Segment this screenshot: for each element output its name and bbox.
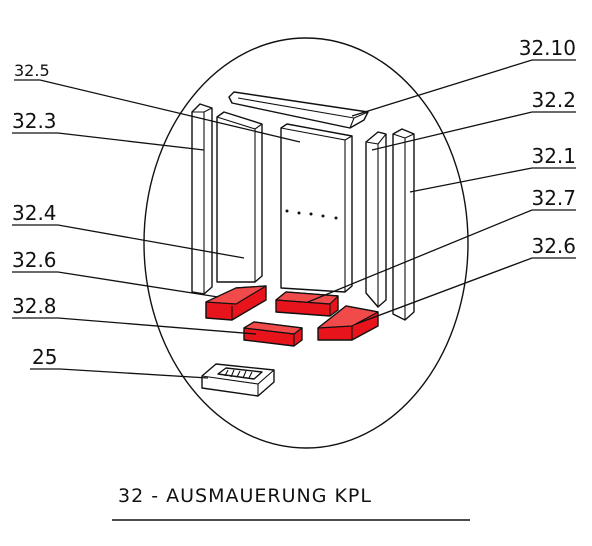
leader-32-7 bbox=[307, 209, 576, 303]
leader-32-2 bbox=[371, 111, 576, 151]
part-25-grate bbox=[201, 363, 275, 397]
label-32-2: 32.2 bbox=[531, 88, 576, 112]
label-25: 25 bbox=[32, 345, 57, 369]
enclosure-oval bbox=[143, 37, 469, 449]
label-32-4: 32.4 bbox=[12, 201, 57, 225]
leader-32-6-left bbox=[12, 271, 219, 298]
part-32-4-left-inner-side-brick bbox=[216, 111, 263, 283]
part-32-2-right-inner-side-brick bbox=[365, 131, 387, 308]
part-32-5-rear-brick bbox=[280, 123, 353, 293]
rear-brick-dots bbox=[285, 209, 338, 220]
label-32-8: 32.8 bbox=[12, 294, 57, 318]
part-32-6-left-floor-brick bbox=[205, 285, 267, 321]
part-32-6-right-floor-brick bbox=[317, 305, 379, 341]
label-32-6-left: 32.6 bbox=[12, 248, 57, 272]
part-32-7-center-floor-brick bbox=[275, 291, 339, 317]
label-32-5: 32.5 bbox=[14, 61, 50, 80]
diagram-caption: 32 - AUSMAUERUNG KPL bbox=[118, 485, 372, 507]
part-32-1-right-outer-side-brick bbox=[392, 128, 415, 321]
label-32-10: 32.10 bbox=[519, 36, 576, 60]
label-32-3: 32.3 bbox=[12, 109, 57, 133]
part-32-3-left-outer-side-brick bbox=[191, 103, 213, 295]
label-32-1: 32.1 bbox=[531, 144, 576, 168]
leader-lines bbox=[12, 59, 576, 379]
leader-32-10 bbox=[351, 59, 576, 117]
label-32-7: 32.7 bbox=[531, 186, 576, 210]
leader-32-6-right bbox=[355, 257, 576, 325]
leader-32-5 bbox=[14, 79, 301, 143]
leader-32-8 bbox=[12, 317, 257, 335]
leader-32-1 bbox=[409, 167, 576, 193]
part-32-8-front-floor-brick bbox=[243, 321, 303, 347]
part-32-10-top-baffle bbox=[228, 91, 369, 129]
label-32-6-right: 32.6 bbox=[531, 234, 576, 258]
leader-32-3 bbox=[12, 132, 205, 151]
leader-32-4 bbox=[12, 224, 245, 259]
leader-25 bbox=[30, 368, 209, 379]
